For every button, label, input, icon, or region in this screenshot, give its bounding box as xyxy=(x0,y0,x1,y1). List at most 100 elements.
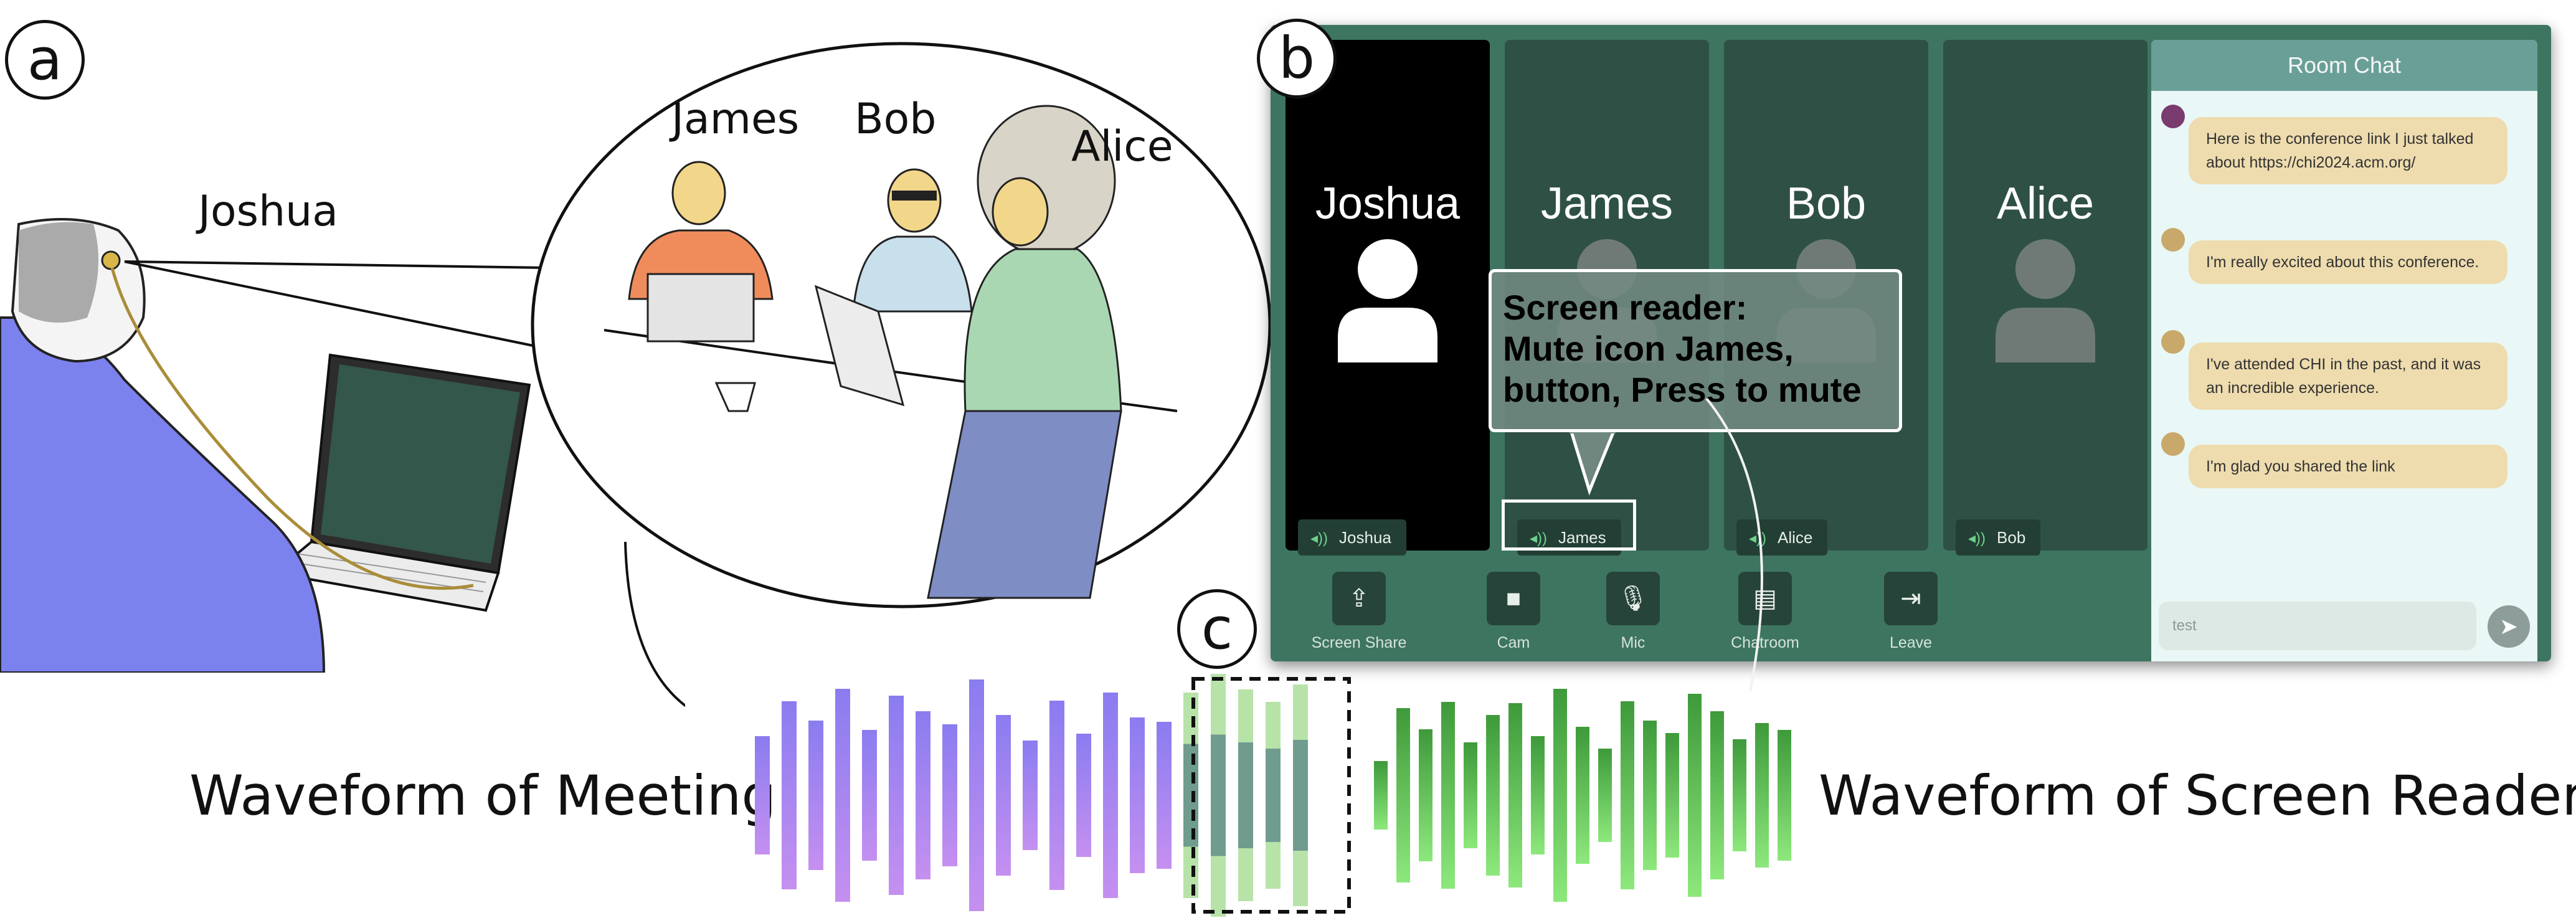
reader-wave-bar xyxy=(1508,703,1522,887)
camera-icon: ■ xyxy=(1487,572,1540,625)
control-label: Cam xyxy=(1497,634,1530,651)
meeting-scene-bubble xyxy=(531,42,1272,608)
person-joshua xyxy=(0,218,474,673)
callout-line-1: Screen reader: xyxy=(1503,288,1748,327)
chat-input[interactable]: test xyxy=(2159,602,2476,650)
person-bob xyxy=(814,168,973,407)
screen-reader-arrow xyxy=(1705,399,1763,692)
callout-line-3: button, Press to mute xyxy=(1503,370,1862,409)
avatar-icon xyxy=(1996,239,2095,362)
reader-wave-bar xyxy=(1531,736,1545,854)
camera-button[interactable]: ■ Cam xyxy=(1451,572,1576,652)
meeting-wave-bar xyxy=(1157,722,1172,869)
user-avatar-icon xyxy=(2161,105,2185,128)
overlap-mixed-segment xyxy=(1293,740,1308,851)
send-icon[interactable]: ➤ xyxy=(2488,605,2530,648)
meeting-wave-bar xyxy=(942,724,957,866)
meeting-wave-bar xyxy=(755,736,770,854)
mute-toggle[interactable]: ◂)) Bob xyxy=(1956,519,2041,556)
person-james xyxy=(628,161,774,343)
chat-message: I'm really excited about this conference… xyxy=(2189,240,2507,284)
leave-icon: ⇥ xyxy=(1884,572,1938,625)
tile-participant-name: Bob xyxy=(1786,179,1867,229)
tile-tag-label: Alice xyxy=(1778,528,1813,547)
reader-wave-bar xyxy=(1396,708,1410,883)
reader-wave-bar xyxy=(1598,749,1612,842)
reader-wave-bar xyxy=(1553,689,1567,902)
label-james: James xyxy=(671,95,800,144)
meeting-wave-bar xyxy=(916,711,930,879)
control-label: Leave xyxy=(1889,634,1933,651)
microphone-button[interactable]: 🎙 Mic xyxy=(1571,572,1695,652)
mute-toggle[interactable]: ◂)) Alice xyxy=(1736,519,1828,556)
reader-wave-bar xyxy=(1643,721,1657,870)
label-c: c xyxy=(1177,589,1257,669)
tile-tag-label: James xyxy=(1558,528,1606,547)
callout-line-2: Mute icon James, xyxy=(1503,329,1794,368)
microphone-icon: 🎙 xyxy=(1606,572,1660,625)
reader-wave-bar xyxy=(1486,715,1500,876)
pointer-lines xyxy=(124,260,685,707)
user-illustration xyxy=(0,218,531,673)
reader-wave-bar xyxy=(1464,742,1477,848)
reader-wave-bar xyxy=(1710,711,1724,879)
screen-share-icon: ⇪ xyxy=(1332,572,1386,625)
person-alice xyxy=(927,105,1122,599)
speaker-icon: ◂)) xyxy=(1530,530,1548,547)
waveform-bars xyxy=(755,674,1791,917)
user-avatar-icon xyxy=(2161,432,2185,456)
label-b: b xyxy=(1257,19,1337,98)
label-a: a xyxy=(5,20,85,100)
leave-button[interactable]: ⇥ Leave xyxy=(1849,572,1973,652)
tile-participant-name: James xyxy=(1540,179,1674,229)
room-chat-panel: Room Chat Here is the conference link I … xyxy=(2151,40,2537,661)
meeting-wave-bar xyxy=(996,715,1011,876)
chat-message: I've attended CHI in the past, and it wa… xyxy=(2189,343,2507,410)
control-label: Screen Share xyxy=(1311,634,1407,651)
meeting-wave-bar xyxy=(862,730,877,861)
control-label: Chatroom xyxy=(1731,634,1799,651)
speaker-icon: ◂)) xyxy=(1749,530,1767,547)
avatar-icon xyxy=(1338,239,1437,362)
meeting-wave-bar xyxy=(782,701,797,889)
focused-tag-highlight xyxy=(1502,499,1636,551)
waveform-meeting-label: Waveform of Meeting xyxy=(189,764,777,828)
chat-message: Here is the conference link I just talke… xyxy=(2189,117,2507,184)
meeting-wave-bar xyxy=(1023,741,1038,850)
reader-wave-bar xyxy=(1621,701,1634,889)
reader-wave-bar xyxy=(1778,730,1791,861)
video-tile-4[interactable]: Alice ◂)) Bob xyxy=(1943,40,2147,556)
meeting-wave-bar xyxy=(1130,717,1145,873)
callout-pointer xyxy=(1569,430,1616,496)
user-avatar-icon xyxy=(2161,330,2185,354)
screen-reader-callout: Screen reader: Mute icon James, button, … xyxy=(1489,269,1902,432)
tile-participant-name: Joshua xyxy=(1315,179,1461,229)
meeting-wave-bar xyxy=(1049,701,1064,890)
chat-message: I'm glad you shared the link xyxy=(2189,445,2507,488)
label-bob: Bob xyxy=(855,95,937,144)
meeting-wave-bar xyxy=(808,721,823,870)
user-avatar-icon xyxy=(2161,228,2185,252)
chat-button[interactable]: ▤ Chatroom xyxy=(1703,572,1827,652)
control-label: Mic xyxy=(1621,634,1646,651)
screen-share-button[interactable]: ⇪ Screen Share xyxy=(1297,572,1421,652)
tile-participant-name: Alice xyxy=(1996,179,2095,229)
chat-icon: ▤ xyxy=(1738,572,1792,625)
speaker-icon: ◂)) xyxy=(1968,530,1986,547)
reader-wave-bar xyxy=(1441,702,1455,889)
speaker-icon: ◂)) xyxy=(1310,530,1328,547)
video-tile-1[interactable]: Joshua ◂)) Joshua xyxy=(1286,40,1490,556)
meeting-wave-bar xyxy=(1103,693,1118,898)
overlap-mixed-segment xyxy=(1211,734,1226,856)
overlap-mixed-segment xyxy=(1183,744,1198,847)
reader-wave-bar xyxy=(1419,729,1432,861)
reader-wave-bar xyxy=(1665,733,1679,858)
tile-tag-label: Bob xyxy=(1997,528,2026,547)
mute-toggle[interactable]: ◂)) Joshua xyxy=(1298,519,1406,556)
meeting-wave-bar xyxy=(969,679,984,911)
meeting-wave-bar xyxy=(1076,734,1091,857)
tile-tag-label: Joshua xyxy=(1339,528,1391,547)
meeting-wave-bar xyxy=(835,689,850,902)
meeting-wave-bar xyxy=(889,696,904,895)
